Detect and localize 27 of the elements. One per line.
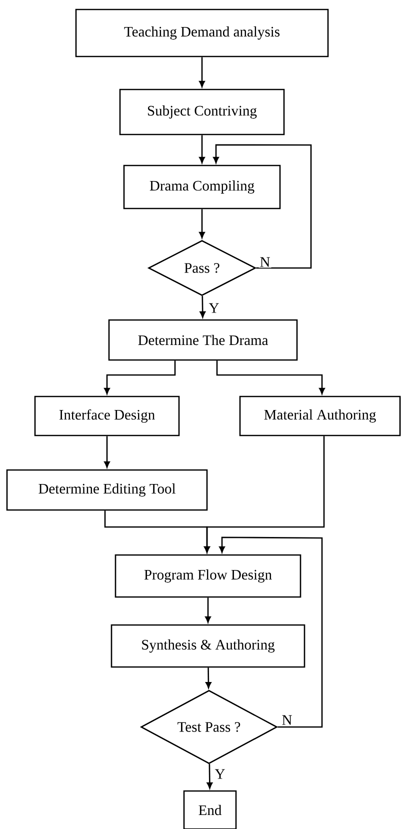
- arrow: [205, 598, 211, 623]
- arrow: [206, 764, 213, 789]
- arrow: [216, 360, 325, 394]
- process-box: Determine The Drama: [108, 319, 298, 361]
- arrow: [104, 436, 110, 468]
- arrow: [199, 209, 205, 238]
- process-box: End: [183, 790, 237, 829]
- process-box: Drama Compiling: [123, 164, 281, 210]
- arrow: [104, 360, 176, 394]
- process-box: Program Flow Design: [114, 554, 302, 598]
- arrow: [206, 668, 212, 688]
- process-box: Subject Contriving: [119, 88, 285, 136]
- process-box: Synthesis & Authoring: [110, 624, 306, 668]
- process-box: Interface Design: [34, 396, 180, 436]
- arrow: [199, 57, 205, 88]
- edge-label: Y: [214, 768, 226, 780]
- arrow: [219, 536, 323, 728]
- arrow: [204, 436, 325, 553]
- edge-label: N: [258, 256, 272, 268]
- edge-label: Y: [208, 302, 220, 314]
- process-box: Material Authoring: [239, 396, 401, 436]
- process-box: Determine Editing Tool: [6, 469, 208, 511]
- process-box: Teaching Demand analysis: [75, 8, 329, 58]
- arrow: [199, 135, 205, 164]
- edge-label: N: [280, 714, 294, 726]
- arrow: [213, 144, 312, 269]
- arrow: [200, 296, 206, 318]
